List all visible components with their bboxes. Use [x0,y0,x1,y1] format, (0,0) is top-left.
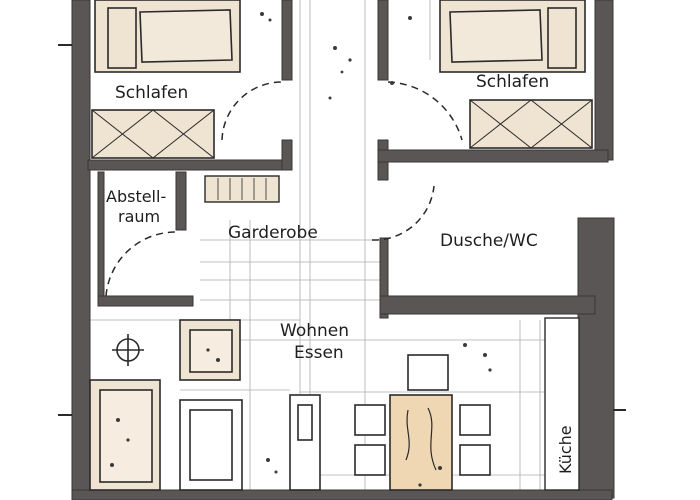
room-label-kitchen: Küche [556,425,575,474]
room-label-bathroom: Dusche/WC [440,231,538,251]
bed-right [439,0,586,73]
living-furniture [89,319,321,491]
room-label-wardrobe: Garderobe [228,223,318,243]
room-label-storage-line1: Abstell- [106,187,167,206]
sketch-guide-lines [80,0,560,500]
door-swings [105,81,463,297]
room-label-bedroom-left: Schlafen [115,83,189,103]
kitchen-counter [544,317,580,491]
bed-left [94,0,241,73]
wall-ticks [58,44,626,416]
room-label-storage-line2: raum [118,207,161,226]
wardrobe-right [469,99,593,149]
room-label-living-line2: Essen [294,343,344,363]
garderobe-shelf [204,175,280,203]
speckles [110,12,492,487]
room-label-living-line1: Wohnen [280,321,349,341]
wardrobe-left [91,109,215,159]
room-label-bedroom-right: Schlafen [476,72,550,92]
dining-set [354,354,491,491]
walls [71,0,615,500]
